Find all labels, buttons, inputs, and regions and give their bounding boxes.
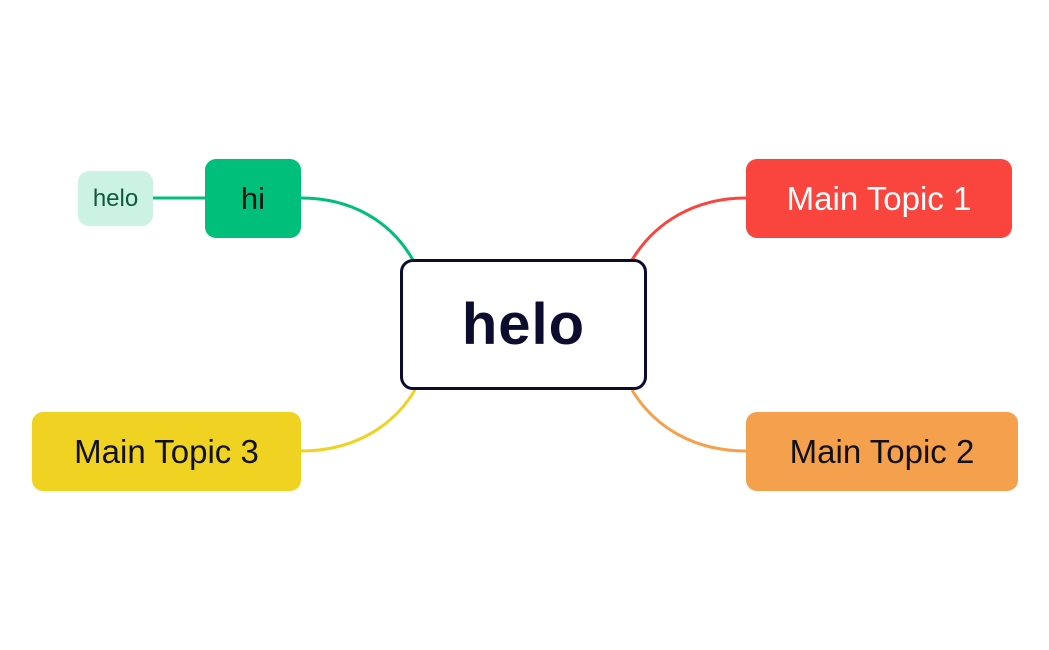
central-topic[interactable]: helo — [400, 259, 647, 390]
connector-hi — [300, 196, 415, 261]
main-topic-2[interactable]: Main Topic 2 — [746, 412, 1018, 491]
topic-hi-label: hi — [240, 180, 266, 216]
connector-main-topic-2 — [630, 389, 747, 453]
main-topic-1[interactable]: Main Topic 1 — [746, 159, 1012, 238]
central-topic-label: helo — [461, 292, 586, 357]
topic-hi[interactable]: hi — [205, 159, 301, 238]
main-topic-3[interactable]: Main Topic 3 — [32, 412, 301, 491]
subtopic-helo-label: helo — [92, 184, 139, 212]
connector-main-topic-1 — [630, 196, 747, 261]
main-topic-2-label: Main Topic 2 — [789, 432, 975, 470]
subtopic-helo[interactable]: helo — [78, 171, 153, 226]
connector-main-topic-3 — [300, 389, 417, 453]
main-topic-1-label: Main Topic 1 — [786, 179, 972, 217]
main-topic-3-label: Main Topic 3 — [74, 432, 259, 470]
